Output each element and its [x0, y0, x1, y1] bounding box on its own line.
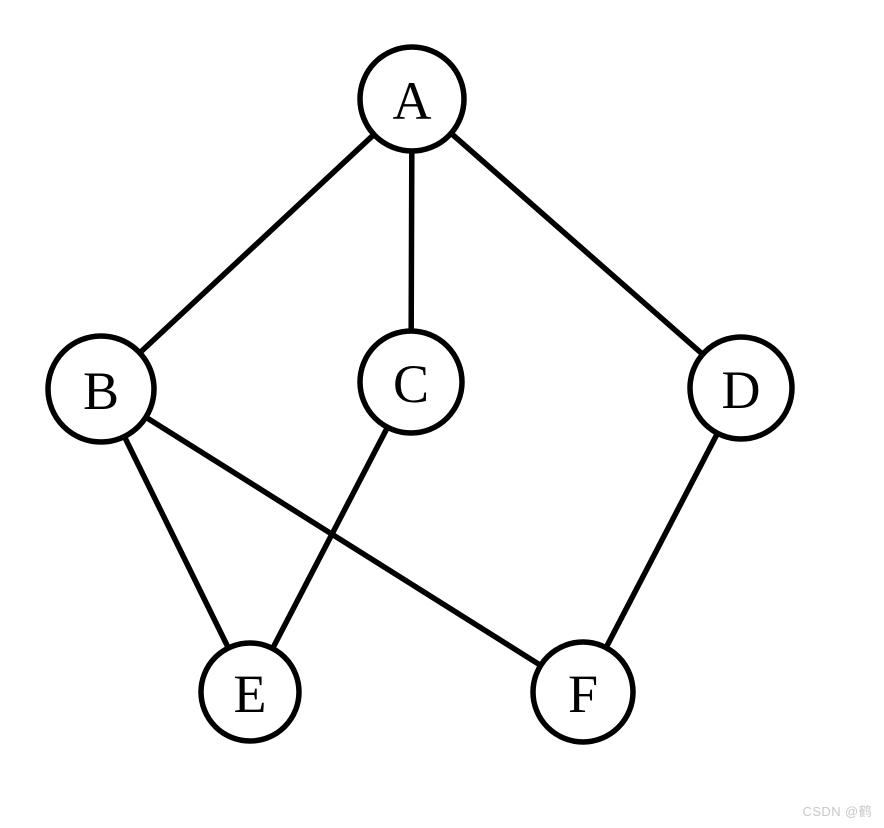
csdn-watermark: CSDN @鹤 — [802, 804, 872, 819]
edge-b-f — [141, 413, 545, 669]
edge-a-c — [408, 146, 415, 336]
node-label-f: F — [568, 664, 598, 724]
node-circle-c[interactable] — [357, 328, 465, 436]
edge-a-b — [135, 130, 378, 357]
edge-d-f — [602, 429, 721, 652]
node-c[interactable]: C — [357, 328, 465, 436]
node-f[interactable]: F — [530, 639, 636, 745]
edge-b-e — [120, 432, 232, 653]
node-e[interactable]: E — [198, 640, 302, 744]
node-circle-e[interactable] — [198, 640, 302, 744]
edge-c-e — [269, 423, 391, 653]
edge-a-d — [447, 129, 707, 359]
nodes-layer: A B C D E F — [45, 44, 795, 745]
node-label-a: A — [393, 71, 432, 131]
node-circle-f[interactable] — [530, 639, 636, 745]
node-label-e: E — [234, 664, 267, 724]
node-label-c: C — [393, 354, 429, 414]
node-d[interactable]: D — [687, 334, 795, 442]
node-circle-d[interactable] — [687, 334, 795, 442]
edges-layer — [120, 129, 721, 669]
node-circle-a[interactable] — [357, 44, 467, 154]
node-label-d: D — [722, 360, 761, 420]
node-b[interactable]: B — [45, 333, 157, 445]
node-label-b: B — [83, 361, 119, 421]
node-circle-b[interactable] — [45, 333, 157, 445]
node-a[interactable]: A — [357, 44, 467, 154]
